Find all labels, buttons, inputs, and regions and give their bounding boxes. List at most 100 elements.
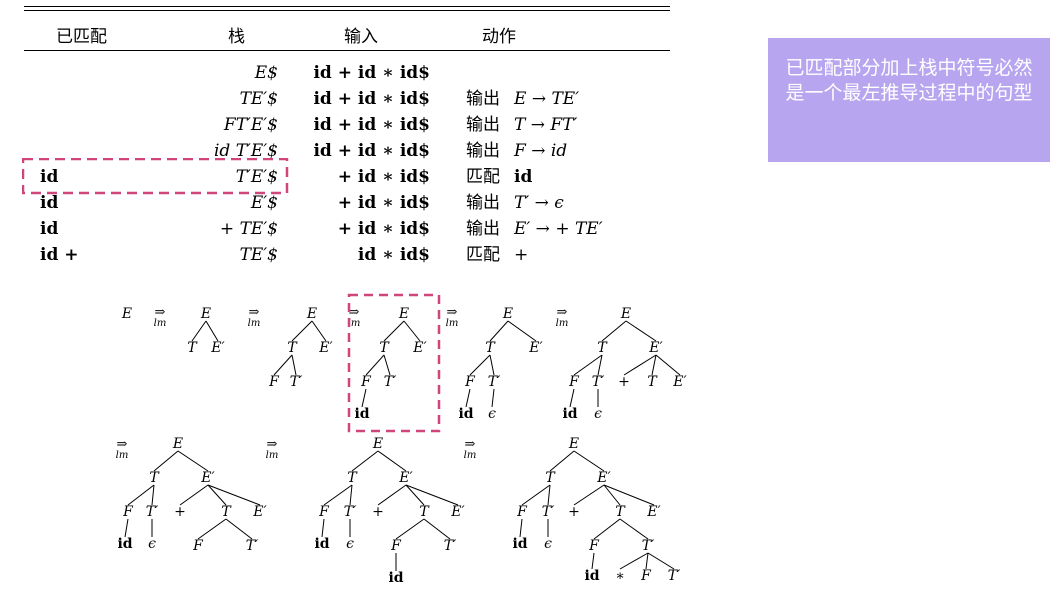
tree-node: T: [347, 470, 358, 486]
cell-matched: id: [40, 219, 59, 239]
tree-node: E′: [648, 340, 663, 356]
tree-node: E′: [200, 470, 215, 486]
tree-node: T′: [592, 374, 605, 390]
tree-node: F: [122, 504, 134, 520]
tree-node: +: [618, 374, 630, 390]
derive-arrow: ⇒: [557, 305, 568, 320]
tree-node: T′: [290, 374, 303, 390]
action-production: F → id: [514, 141, 568, 161]
tree-node: F: [516, 504, 528, 520]
tree-node: E′: [398, 470, 413, 486]
tree-node: E: [200, 306, 211, 322]
cell-input: id ∗ id$: [357, 245, 430, 265]
cell-stack: id T′E′$: [213, 141, 278, 161]
highlight-box-tree: [347, 293, 441, 433]
action-verb: 匹配: [466, 245, 500, 265]
tree-node: T′: [246, 538, 259, 554]
cell-action: 输出 E′ → + TE′: [466, 218, 603, 240]
tree-node: +: [568, 504, 580, 520]
tree-node: id: [458, 406, 473, 422]
tree-node: T: [149, 470, 160, 486]
tree-node: T′: [488, 374, 501, 390]
derive-arrow-subscript: lm: [348, 318, 361, 329]
tree-node: E: [398, 306, 409, 322]
tree-node: E: [306, 306, 317, 322]
tree-node: ϵ: [148, 536, 156, 552]
tree-node: F: [192, 538, 204, 554]
tree-node: +: [174, 504, 186, 520]
action-verb: 输出: [466, 193, 500, 213]
tree-node: T: [221, 504, 232, 520]
tree-node: T: [419, 504, 430, 520]
tree-node: T: [545, 470, 556, 486]
tree-node: F: [588, 538, 600, 554]
header-action: 动作: [482, 27, 516, 47]
header-matched: 已匹配: [56, 27, 107, 47]
action-verb: 输出: [466, 89, 500, 109]
tree-node: E′: [646, 504, 661, 520]
tree-node: F: [268, 374, 280, 390]
tree-node: T′: [668, 568, 681, 584]
header-stack: 栈: [228, 27, 245, 47]
derive-arrow: ⇒: [267, 437, 278, 452]
tree-node: E′: [318, 340, 333, 356]
tree-node: E: [620, 306, 631, 322]
tree-node: ϵ: [488, 406, 496, 422]
cell-action: 匹配 id: [466, 166, 532, 188]
tree-node: E′: [596, 470, 611, 486]
tree-node: E′: [528, 340, 543, 356]
tree-node: E: [172, 436, 183, 452]
tree-node: ϵ: [544, 536, 552, 552]
cell-input: + id ∗ id$: [337, 193, 430, 213]
cell-stack: E′$: [250, 193, 278, 213]
cell-stack: TE′$: [239, 89, 278, 109]
table-header-rule: [24, 50, 670, 51]
tree-node: E: [372, 436, 383, 452]
cell-stack: T′E′$: [235, 167, 278, 187]
tree-node: id: [354, 406, 369, 422]
derive-arrow: ⇒: [249, 305, 260, 320]
tree-node: T′: [542, 504, 555, 520]
tree-node: T′: [344, 504, 357, 520]
tree-node: E: [502, 306, 513, 322]
action-production: +: [514, 245, 529, 265]
explanation-note: 已匹配部分加上栈中符号必然是一个最左推导过程中的句型: [768, 38, 1050, 162]
tree-node: T: [647, 374, 658, 390]
derive-arrow-subscript: lm: [154, 318, 167, 329]
tree-node: E′: [210, 340, 225, 356]
header-input: 输入: [344, 27, 378, 47]
action-verb: 输出: [466, 115, 500, 135]
tree-node: ϵ: [594, 406, 602, 422]
derive-arrow-subscript: lm: [464, 450, 477, 461]
action-production: E′ → + TE′: [514, 219, 603, 239]
derive-arrow-subscript: lm: [446, 318, 459, 329]
tree-node: T: [597, 340, 608, 356]
table-top-rule: [24, 6, 670, 7]
cell-action: [466, 62, 480, 84]
cell-matched: id: [40, 167, 59, 187]
derive-arrow: ⇒: [465, 437, 476, 452]
derive-arrow-subscript: lm: [556, 318, 569, 329]
tree-node: E: [568, 436, 579, 452]
action-verb: 匹配: [466, 167, 500, 187]
derive-arrow: ⇒: [117, 437, 128, 452]
cell-stack: + TE′$: [219, 219, 278, 239]
tree-node: id: [562, 406, 577, 422]
predictive-parsing-table: 已匹配 栈 输入 动作 E$id + id ∗ id$TE′$id + id ∗…: [24, 6, 670, 276]
action-verb: 输出: [466, 219, 500, 239]
tree-node: ϵ: [346, 536, 354, 552]
tree-node: F: [568, 374, 580, 390]
tree-node: T: [379, 340, 390, 356]
tree-node: id: [117, 536, 132, 552]
cell-input: + id ∗ id$: [337, 167, 430, 187]
action-production: id: [514, 167, 533, 187]
tree-node: T′: [642, 538, 655, 554]
tree-node: ∗: [615, 568, 625, 584]
action-production: T′ → ϵ: [514, 193, 564, 213]
derive-arrow: ⇒: [447, 305, 458, 320]
cell-stack: TE′$: [239, 245, 278, 265]
